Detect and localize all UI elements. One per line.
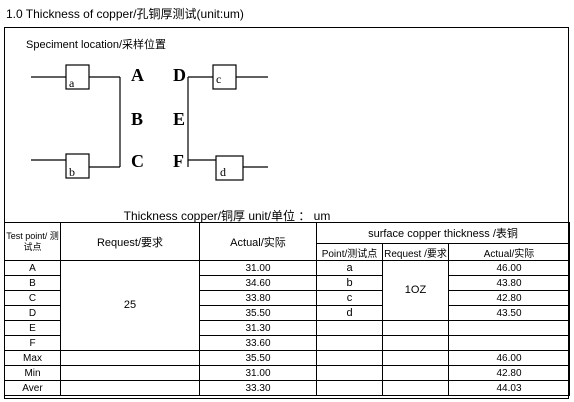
cell-request-empty [60,380,200,396]
cell-surface-request-empty [382,380,449,396]
cell-surface-request-empty [382,320,449,336]
cell-actual: 31.30 [199,320,317,336]
point-label-e: E [173,109,185,129]
cell-actual: 34.60 [199,275,317,291]
cell-test-point: A [4,260,61,276]
point-label-f: F [173,151,184,171]
cell-surface-actual [448,320,570,336]
location-label: Speciment location/采样位置 [26,39,166,51]
table-row: Max 35.50 46.00 [4,350,570,366]
table-row: Min 31.00 42.80 [4,365,570,381]
cell-test-point: F [4,335,61,351]
cell-surface-point [316,365,383,381]
cell-actual: 33.60 [199,335,317,351]
box-label-b: b [69,165,75,179]
cell-surface-request-empty [382,365,449,381]
cell-surface-request: 1OZ [382,260,449,321]
thickness-caption: Thickness copper/铜厚 unit/单位 ： um [123,209,331,223]
cell-surface-actual: 42.80 [448,290,570,306]
cell-surface-actual: 46.00 [448,260,570,276]
header-point: Point/测试点 [316,243,383,261]
header-request2: Request /要求 [382,243,449,261]
cell-surface-actual: 43.50 [448,305,570,321]
cell-test-point: Aver [4,380,61,396]
cell-surface-actual: 43.80 [448,275,570,291]
header-request: Request/要求 [60,222,200,261]
header-actual: Actual/实际 [199,222,317,261]
cell-surface-point [316,320,383,336]
cell-test-point: D [4,305,61,321]
cell-surface-point: c [316,290,383,306]
cell-surface-actual [448,335,570,351]
header-test-point: Test point/ 测试点 [4,222,61,261]
table-row: E 31.30 [4,320,570,336]
cell-request-value: 25 [60,260,200,351]
sample-location-diagram: A B C D E F a b c d [31,64,268,181]
cell-actual: 35.50 [199,305,317,321]
box-label-c: c [216,72,221,86]
cell-surface-point: b [316,275,383,291]
cell-test-point: Max [4,350,61,366]
table-row: F 33.60 [4,335,570,351]
box-label-a: a [69,76,75,90]
cell-test-point: C [4,290,61,306]
cell-request-empty [60,350,200,366]
cell-test-point: E [4,320,61,336]
point-label-c: C [131,151,144,171]
thickness-caption-wrap: Thickness copper/铜厚 unit/单位 ： um [0,207,574,224]
cell-surface-point [316,380,383,396]
cell-actual: 31.00 [199,260,317,276]
cell-actual: 35.50 [199,350,317,366]
cell-test-point: B [4,275,61,291]
header-surface: surface copper thickness /表铜 [316,222,570,244]
cell-surface-request-empty [382,335,449,351]
point-label-a: A [131,65,144,85]
cell-request-empty [60,365,200,381]
point-label-b: B [131,109,143,129]
box-label-d: d [220,165,226,179]
cell-surface-point: d [316,305,383,321]
page-title: 1.0 Thickness of copper/孔铜厚测试(unit:um) [6,7,244,21]
cell-actual: 33.80 [199,290,317,306]
header-actual2: Actual/实际 [448,243,570,261]
cell-surface-point [316,350,383,366]
point-label-d: D [173,65,186,85]
cell-actual: 31.00 [199,365,317,381]
cell-actual: 33.30 [199,380,317,396]
cell-surface-actual: 42.80 [448,365,570,381]
cell-surface-actual: 44.03 [448,380,570,396]
thickness-table: Test point/ 测试点 Request/要求 Actual/实际 sur… [4,222,570,396]
report-frame [4,27,569,399]
table-row: Aver 33.30 44.03 [4,380,570,396]
cell-surface-point: a [316,260,383,276]
cell-test-point: Min [4,365,61,381]
cell-surface-actual: 46.00 [448,350,570,366]
cell-surface-point [316,335,383,351]
cell-surface-request-empty [382,350,449,366]
